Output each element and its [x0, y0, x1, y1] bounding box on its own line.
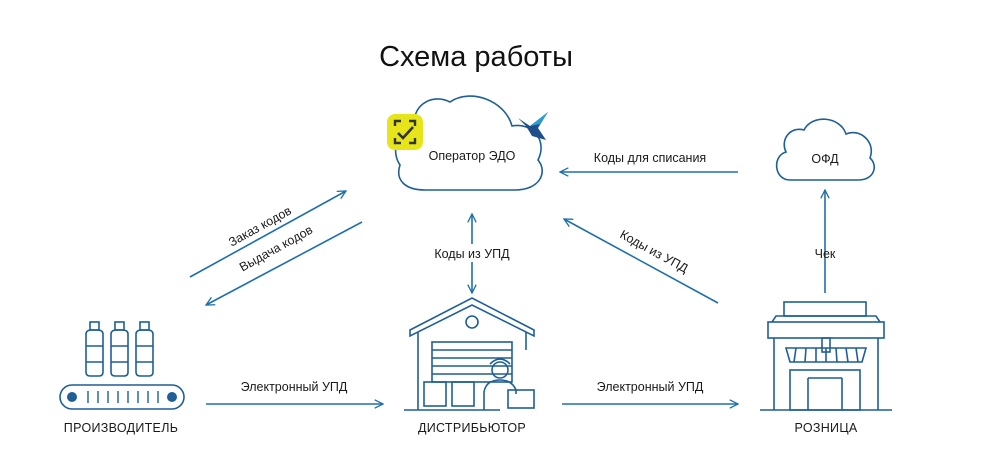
producer-label: ПРОИЗВОДИТЕЛЬ [64, 421, 178, 435]
codes-from-upd-center-label: Коды из УПД [434, 247, 510, 261]
check-badge-icon [387, 114, 423, 150]
upd-right-label: Электронный УПД [597, 380, 704, 394]
page-title: Схема работы [379, 41, 573, 73]
retail-label: РОЗНИЦА [794, 421, 857, 435]
bird-logo-icon [518, 112, 548, 140]
ofd-cloud-icon [775, 118, 875, 181]
check-label: Чек [815, 247, 836, 261]
order-codes-arrow [189, 191, 346, 278]
issue-codes-arrow [206, 221, 363, 306]
shop-icon [760, 301, 892, 411]
upd-left-label: Электронный УПД [241, 380, 348, 394]
operator-edo-label: Оператор ЭДО [429, 149, 516, 163]
operator-cloud-icon [394, 95, 543, 191]
codes-for-writeoff-label: Коды для списания [594, 151, 706, 165]
warehouse-icon [404, 297, 535, 411]
distributor-label: ДИСТРИБЬЮТОР [418, 421, 526, 435]
ofd-label: ОФД [811, 152, 839, 166]
codes-from-upd-diag-arrow [564, 219, 719, 304]
bottles-icon [85, 321, 154, 377]
worker-icon [483, 358, 535, 410]
conveyor-icon [59, 384, 185, 410]
